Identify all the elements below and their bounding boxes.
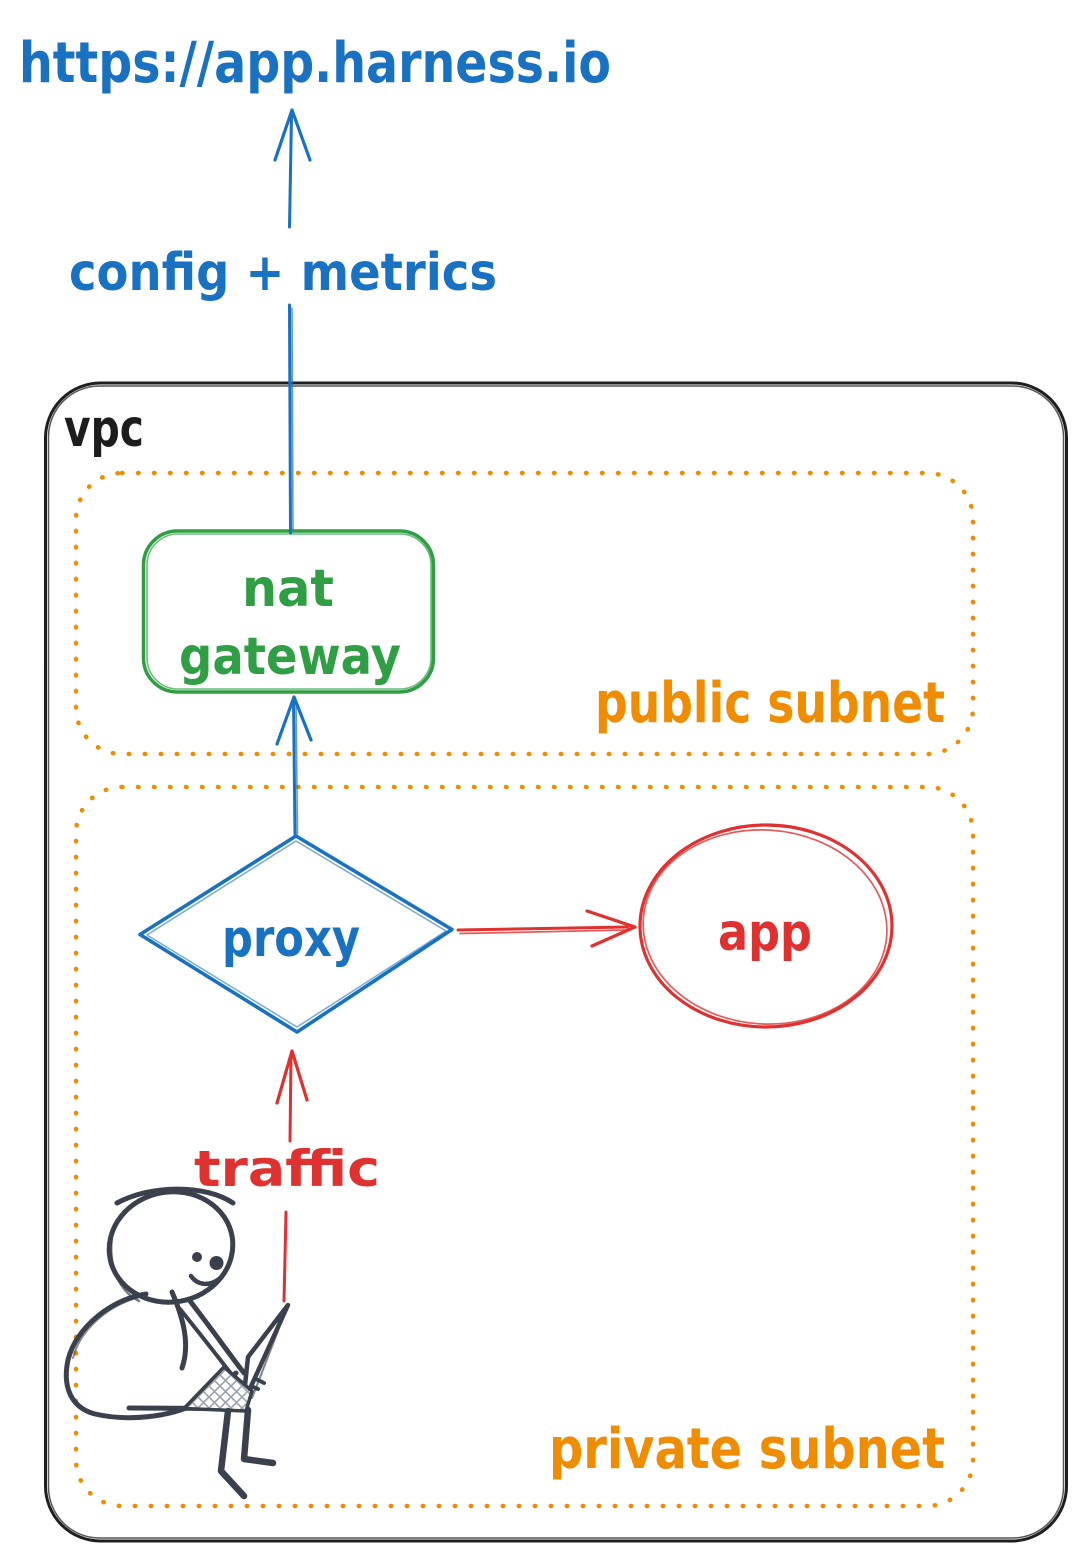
app-circle — [638, 823, 894, 1029]
config-metrics-label: config + metrics — [69, 243, 497, 303]
public-subnet-label: public subnet — [595, 671, 945, 736]
laptop-screen — [240, 1302, 291, 1407]
nat-gateway-node — [141, 529, 436, 694]
laptop-screen-inner-edge — [251, 1304, 289, 1399]
figure-leg-right — [240, 1406, 277, 1467]
arrow-shaft-lower — [288, 303, 292, 535]
figure-head — [106, 1189, 236, 1305]
public-subnet-boundary — [73, 470, 976, 757]
proxy-diamond-sketch-echo — [146, 840, 447, 1028]
figure-hair — [114, 1186, 236, 1206]
public-subnet-border — [73, 470, 976, 757]
arrow-shaft-echo — [291, 307, 294, 531]
traffic-arrow — [275, 1049, 309, 1303]
proxy-to-nat-arrow — [275, 695, 313, 838]
external-url-label: https://app.harness.io — [19, 31, 611, 96]
vpc-border — [44, 381, 1068, 1543]
arrow-shaft-echo — [459, 929, 627, 935]
arrow-shaft — [456, 925, 630, 932]
figure-eye-right — [209, 1256, 224, 1270]
app-node — [638, 823, 894, 1029]
proxy-diamond — [138, 834, 454, 1034]
figure-body-sketch-echo — [72, 1296, 141, 1359]
vpc-label: vpc — [64, 399, 144, 459]
private-subnet-label: private subnet — [549, 1417, 945, 1482]
vpc-border-sketch-echo — [47, 385, 1065, 1539]
traffic-label: traffic — [194, 1140, 380, 1198]
figure-leg-left — [217, 1407, 248, 1500]
arrowhead-up — [275, 695, 313, 746]
figure-torso-line — [169, 1289, 189, 1371]
nat-gateway-box-sketch-echo — [146, 533, 432, 690]
vpc-container — [44, 381, 1068, 1543]
proxy-to-app-arrow — [456, 909, 637, 948]
app-label: app — [718, 903, 812, 963]
nat-gateway-label-line1: nat — [242, 559, 334, 619]
figure-smile — [188, 1273, 222, 1287]
proxy-node — [138, 834, 454, 1034]
private-subnet-boundary — [73, 784, 976, 1509]
arrow-shaft-upper — [288, 113, 293, 229]
arrowhead-up — [273, 108, 312, 162]
app-circle-sketch-echo — [642, 829, 888, 1025]
arrowhead-right — [585, 909, 637, 948]
nat-gateway-label-line2: gateway — [179, 627, 401, 687]
nat-gateway-box — [141, 529, 436, 694]
user-figure — [63, 1186, 291, 1500]
arrow-shaft-lower — [282, 1210, 288, 1303]
arrow-shaft-upper — [288, 1054, 293, 1143]
private-subnet-border — [73, 784, 976, 1509]
figure-arm — [187, 1298, 247, 1376]
arrow-shaft-echo — [295, 702, 299, 835]
arrow-shaft — [292, 698, 297, 838]
figure-eye-left — [192, 1252, 202, 1262]
proxy-label: proxy — [222, 909, 360, 969]
config-metrics-arrow — [273, 108, 312, 535]
